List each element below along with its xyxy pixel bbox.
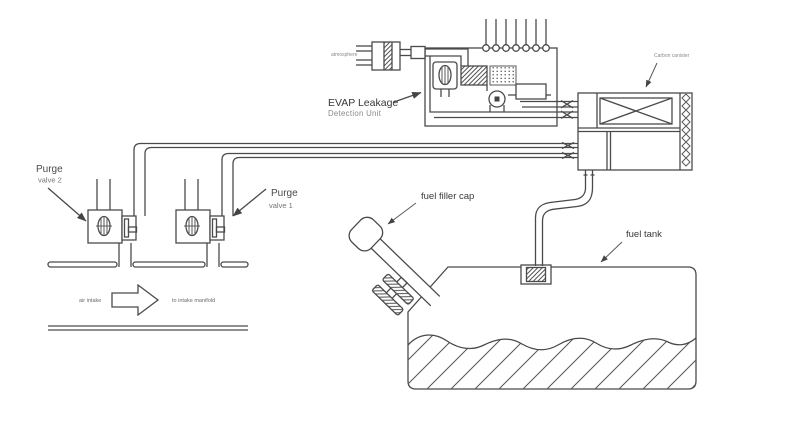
filler-cap [348, 216, 384, 252]
evap-label-arrow [393, 91, 422, 103]
purge-valve-1-arrow [232, 188, 267, 217]
vent-stub [371, 284, 404, 316]
atmosphere-filter [356, 41, 426, 71]
purge-valve-2 [87, 178, 138, 268]
internal-plumbing [425, 48, 557, 119]
air-flow-arrow [111, 283, 160, 317]
fuel-filler-assembly [348, 216, 441, 316]
purge-valve-2-arrow [47, 187, 87, 222]
intake-manifold [47, 261, 249, 331]
label-carbon-canister: Carbon canister [654, 53, 690, 59]
charcoal-bed [681, 93, 691, 167]
purge-vapor-pipes [133, 141, 607, 216]
tank-inlet-core [525, 266, 547, 283]
solenoid-coil [432, 61, 458, 97]
fuel-level-line [407, 334, 697, 351]
label-fuel-filler-cap: fuel filler cap [421, 191, 474, 202]
filter-element [489, 65, 517, 86]
label-to-intake-manifold: to intake manifold [172, 298, 215, 304]
label-purge-valve-1b: valve 1 [269, 201, 293, 210]
canister-to-tank-pipe [534, 170, 595, 266]
fuel-tank-arrow [600, 241, 623, 263]
filler-cap-arrow [387, 202, 417, 225]
label-atmosphere: atmosphere [331, 52, 358, 58]
pipe-coupling [561, 141, 575, 160]
label-purge-valve-2: Purge [36, 164, 63, 175]
unit-to-canister-pipes [557, 99, 578, 119]
filler-neck [379, 238, 441, 297]
pressure-pump [486, 85, 506, 112]
evap-detection-unit [424, 19, 558, 127]
purge-valve-1 [175, 178, 226, 268]
label-fuel-tank: fuel tank [626, 229, 662, 240]
carbon-canister [577, 92, 693, 171]
connector-pins [482, 19, 550, 52]
label-detection-unit: Detection Unit [328, 109, 382, 118]
valve-plunger [460, 65, 488, 86]
fuel-tank [407, 264, 697, 390]
vent-stub [382, 273, 414, 305]
labels: atmosphere EVAP Leakage Detection Unit C… [36, 52, 690, 304]
canister-filter-box [599, 97, 673, 125]
canister-label-arrow [645, 62, 658, 88]
control-module [508, 83, 551, 100]
label-purge-valve-1: Purge [271, 188, 298, 199]
label-purge-valve-2b: valve 2 [38, 176, 62, 185]
label-air-intake: air intake [79, 298, 101, 304]
label-evap-leakage: EVAP Leakage [328, 97, 398, 109]
